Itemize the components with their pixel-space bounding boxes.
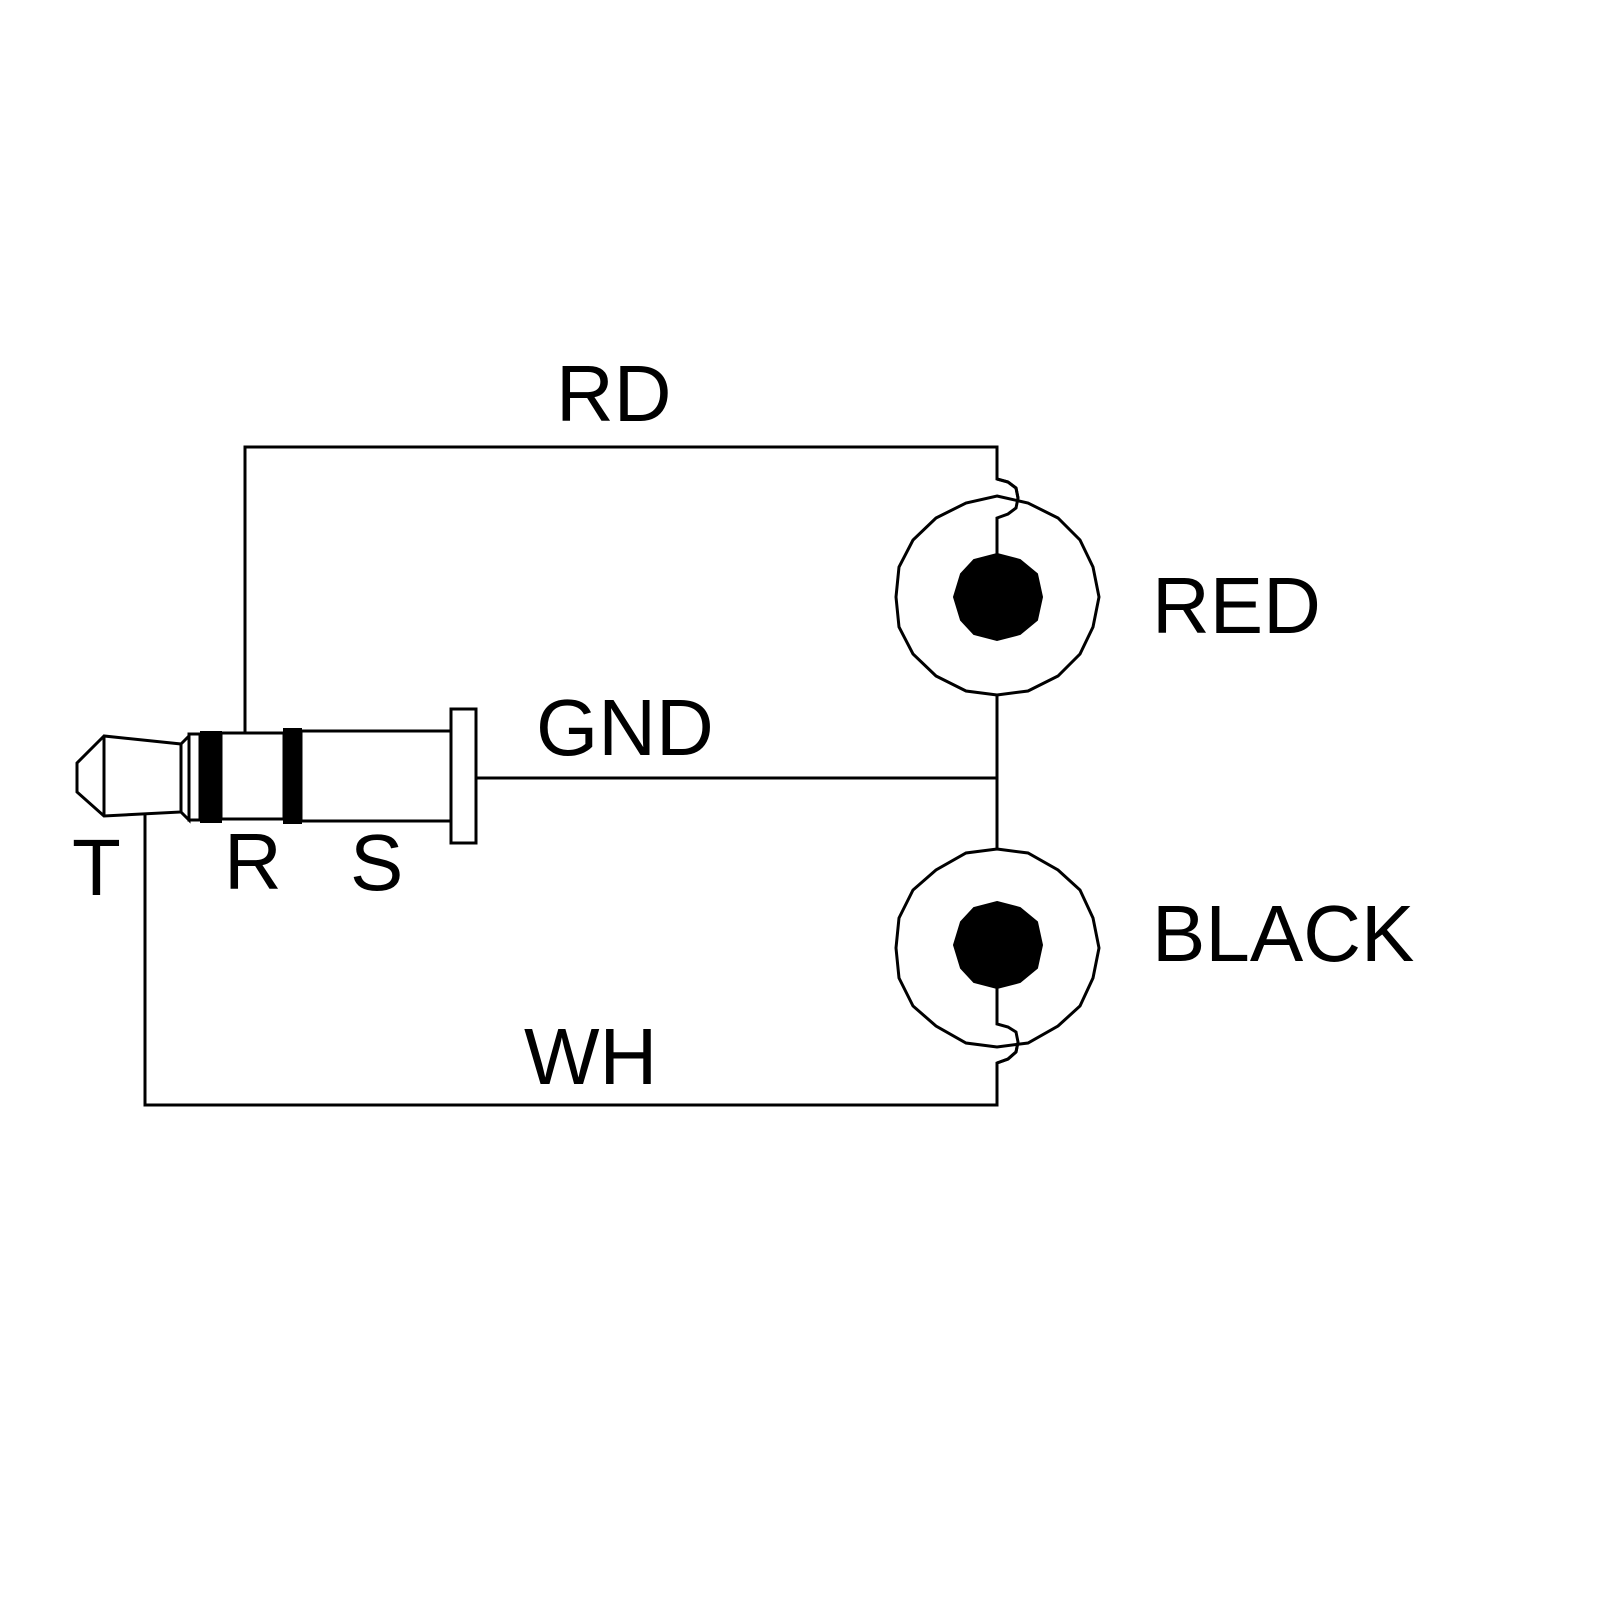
ring-wire-crossover <box>995 477 1020 555</box>
tip-wire-crossover <box>995 988 1020 1065</box>
plug-sleeve <box>299 729 453 823</box>
plug-sleeve-label: S <box>350 818 403 907</box>
ring-wire-label: RD <box>556 349 672 438</box>
plug-ring-contact <box>219 731 286 821</box>
black-jack-label: BLACK <box>1152 889 1414 978</box>
plug-collar <box>449 707 478 845</box>
plug-insulator-band-2 <box>283 728 302 824</box>
red-jack-center-pin <box>952 552 1044 642</box>
tip-wire-label: WH <box>524 1012 657 1101</box>
plug-insulator-band-1 <box>200 731 222 823</box>
black-jack-center-pin <box>952 900 1044 990</box>
red-jack-label: RED <box>1152 561 1321 650</box>
plug-ring-label: R <box>224 817 282 906</box>
plug-tip-cone <box>75 734 183 818</box>
plug-insulator-ring <box>187 732 202 822</box>
plug-tip-label: T <box>72 823 121 912</box>
ground-wire-label: GND <box>536 683 714 772</box>
